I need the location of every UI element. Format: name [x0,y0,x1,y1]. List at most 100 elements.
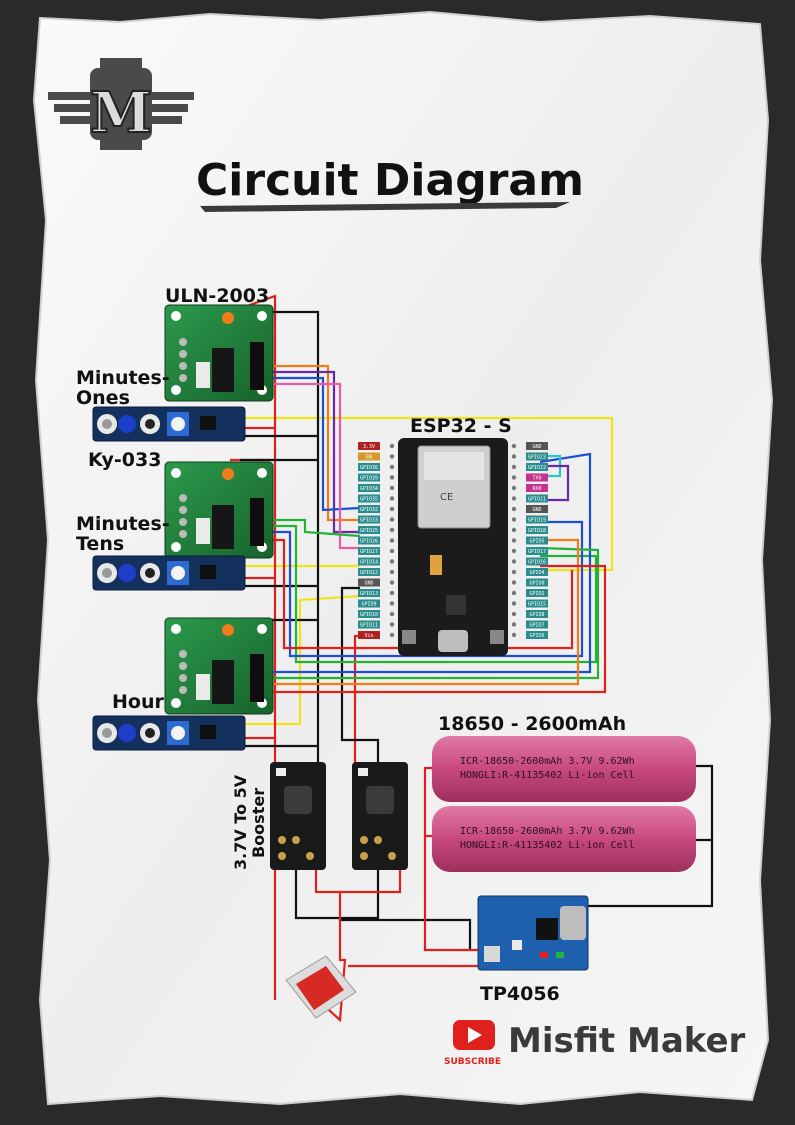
label-booster-1: 3.7V To 5V [231,774,250,870]
esp32-pin-dot [389,559,395,564]
esp32-pin-box [358,620,380,629]
esp32-pin-dot [389,580,395,585]
esp32-pin-dot [389,506,395,512]
esp32-pin-label: GPIO12 [360,570,378,576]
esp32-pin-label: GPIO15 [528,602,546,608]
esp32-pin-dot [389,485,395,491]
booster-module-2 [352,762,408,870]
esp32-pin-dot [511,622,517,627]
esp32-pin-box [358,484,380,492]
esp32-pin-dot [389,622,395,627]
label-booster-2: Booster [249,788,268,858]
esp32-pin-box [358,631,380,639]
gear-logo-icon: M [48,58,194,150]
esp32-pin-box [526,526,548,534]
esp32-pin-box [526,536,548,545]
logo-letter: M [90,80,152,146]
label-esp32: ESP32 - S [410,415,512,437]
esp32-pin-label: GPIO25 [360,528,378,534]
esp32-pin-dot [511,496,517,501]
esp32-pin-box [358,536,380,545]
esp32-pin-box [526,442,548,450]
battery-2-print-line2: HONGLI:R-41135402 Li-ion Cell [460,840,635,851]
battery-cell-2: ICR-18650-2600mAh 3.7V 9.62Wh HONGLI:R-4… [432,806,696,872]
esp32-pin-label: GPIO10 [360,612,378,618]
esp32-pin-dot [389,517,395,522]
esp32-pin-box [358,473,380,482]
esp32-pin-label: GND [364,581,373,587]
esp32-pin-label: GPIO9 [361,602,376,608]
esp32-pin-dot [511,580,517,585]
esp32-pin-dot [511,454,517,459]
esp32-pin-box [526,463,548,471]
tp4056-charger [477,895,589,971]
uln2003-board-3 [164,617,274,715]
uln2003-board-1 [164,304,274,402]
label-uln2003: ULN-2003 [165,285,269,307]
esp32-pin-label: RX0 [532,486,541,492]
esp32-pin-label: Vin [364,633,373,639]
battery-1-print-line2: HONGLI:R-41135402 Li-ion Cell [460,770,635,781]
esp32-pin-box [526,494,548,503]
esp32-pin-label: GPIO6 [529,633,544,639]
battery-cell-1: ICR-18650-2600mAh 3.7V 9.62Wh HONGLI:R-4… [432,736,696,802]
esp32-pin-dot [511,443,517,449]
esp32-pin-dot [389,611,395,617]
esp32-pin-label: GPIO18 [528,528,546,534]
esp32-pin-label: GPIO34 [360,486,378,492]
youtube-icon [453,1020,495,1050]
esp32-pin-box [526,505,548,513]
esp32-pin-box [358,557,380,566]
esp32-pin-label: GPIO21 [528,497,546,503]
esp32-pin-label: GPIO8 [529,612,544,618]
esp32-pin-label: GPIO4 [529,570,544,576]
esp32-pin-box [526,599,548,608]
esp32-pin-label: GPIO22 [528,465,546,471]
page-title: Circuit Diagram [196,155,584,206]
esp32-pin-dot [511,601,517,606]
subscribe-label: SUBSCRIBE [444,1057,501,1067]
ky033-sensor-2 [92,555,246,591]
esp32-pin-dot [389,496,395,501]
esp32-right-pin-column: GNDGPIO23GPIO22TX0RX0GPIO21GNDGPIO19GPIO… [511,442,548,639]
esp32-pin-dot [511,611,517,617]
esp32-pin-box [358,452,380,461]
esp32-pin-label: GPIO2 [529,591,544,597]
esp32-pin-box [358,610,380,618]
esp32-board: CE [398,438,508,656]
label-minutes-ones-2: Ones [76,387,130,409]
esp32-pin-box [358,515,380,524]
esp32-pin-label: GPIO17 [528,549,546,555]
label-ky033: Ky-033 [88,449,161,471]
esp32-pin-box [526,473,548,482]
esp32-pin-label: GND [532,444,541,450]
esp32-pin-label: GPIO35 [360,497,378,503]
esp32-pin-label: GPIO32 [360,507,378,513]
esp32-pin-label: GPIO26 [360,539,378,545]
esp32-pin-dot [511,559,517,564]
battery-1-print-line1: ICR-18650-2600mAh 3.7V 9.62Wh [460,756,635,767]
esp32-pin-dot [389,590,395,596]
esp32-pin-label: EN [366,455,372,461]
esp32-pin-box [526,589,548,597]
esp32-pin-box [526,631,548,639]
esp32-pin-label: 3.3V [363,444,375,450]
title-underline [200,202,570,212]
svg-text:CE: CE [440,492,453,503]
esp32-pin-label: GPIO33 [360,518,378,524]
esp32-pin-label: GPIO5 [529,539,544,545]
esp32-pin-box [526,620,548,629]
esp32-pin-label: GPIO16 [528,560,546,566]
esp32-pin-label: GPIO23 [528,455,546,461]
esp32-pin-dot [511,475,517,480]
ky033-sensor-3 [92,715,246,751]
label-battery: 18650 - 2600mAh [438,713,626,735]
esp32-pin-label: GPIO13 [360,591,378,597]
esp32-pin-dot [511,548,517,554]
esp32-pin-box [526,610,548,618]
esp32-left-pin-column: 3.3VENGPIO36GPIO39GPIO34GPIO35GPIO32GPIO… [358,442,395,639]
esp32-pin-dot [389,538,395,543]
esp32-pin-box [358,463,380,471]
